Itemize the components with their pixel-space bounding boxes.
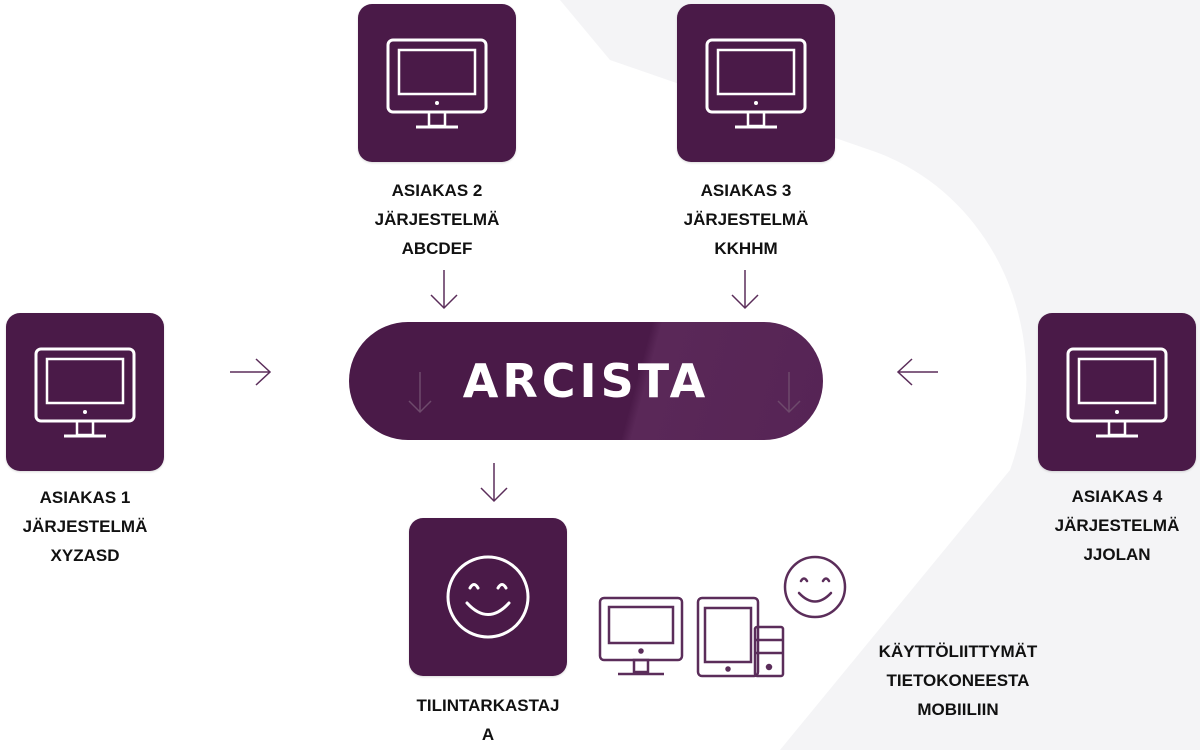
client-2-line-3: ABCDEF xyxy=(401,239,473,258)
auditor-label: TILINTARKASTAJ A xyxy=(378,691,598,749)
auditor-line-2: A xyxy=(481,725,495,744)
arcista-hub: ARCISTA xyxy=(349,322,823,440)
client-4-line-2: JÄRJESTELMÄ xyxy=(1054,516,1180,535)
client-1-line-1: ASIAKAS 1 xyxy=(39,488,131,507)
interfaces-label: KÄYTTÖLIITTYMÄT TIETOKONEESTA MOBIILIIN xyxy=(848,637,1068,724)
interfaces-line-2: TIETOKONEESTA xyxy=(886,671,1030,690)
client-3-line-2: JÄRJESTELMÄ xyxy=(683,210,809,229)
client-3-tile xyxy=(677,4,835,162)
monitor-icon xyxy=(705,38,807,129)
client-2-line-2: JÄRJESTELMÄ xyxy=(374,210,500,229)
arrow-hub-to-auditor xyxy=(480,463,508,503)
arrow-client4-to-hub xyxy=(896,358,938,386)
interfaces-line-1: KÄYTTÖLIITTYMÄT xyxy=(878,642,1038,661)
desktop-outline-icon xyxy=(598,596,684,676)
arrow-client3-to-hub xyxy=(731,270,759,310)
monitor-icon xyxy=(1066,347,1168,438)
client-4-line-3: JJOLAN xyxy=(1083,545,1151,564)
interfaces-line-3: MOBIILIIN xyxy=(917,700,999,719)
client-1-label: ASIAKAS 1 JÄRJESTELMÄ XYZASD xyxy=(0,483,195,570)
client-2-tile xyxy=(358,4,516,162)
client-1-line-3: XYZASD xyxy=(50,546,120,565)
client-3-label: ASIAKAS 3 JÄRJESTELMÄ KKHHM xyxy=(636,176,856,263)
client-2-line-1: ASIAKAS 2 xyxy=(391,181,483,200)
monitor-icon xyxy=(386,38,488,129)
smiley-icon xyxy=(446,555,530,639)
auditor-tile xyxy=(409,518,567,676)
devices-illustration xyxy=(598,555,847,678)
client-4-label: ASIAKAS 4 JÄRJESTELMÄ JJOLAN xyxy=(1007,482,1200,569)
client-1-line-2: JÄRJESTELMÄ xyxy=(22,517,148,536)
smiley-outline-icon xyxy=(783,555,847,619)
tower-outline-icon xyxy=(753,625,785,678)
hub-inner-arrows xyxy=(408,372,801,414)
arrow-client1-to-hub xyxy=(230,358,272,386)
tablet-outline-icon xyxy=(696,596,760,678)
client-4-line-1: ASIAKAS 4 xyxy=(1071,487,1163,506)
client-4-tile xyxy=(1038,313,1196,471)
arcista-logo: ARCISTA xyxy=(462,354,710,408)
monitor-icon xyxy=(34,347,136,438)
auditor-line-1: TILINTARKASTAJ xyxy=(416,696,560,715)
client-3-line-3: KKHHM xyxy=(714,239,778,258)
client-2-label: ASIAKAS 2 JÄRJESTELMÄ ABCDEF xyxy=(327,176,547,263)
client-1-tile xyxy=(6,313,164,471)
arrow-client2-to-hub xyxy=(430,270,458,310)
client-3-line-1: ASIAKAS 3 xyxy=(700,181,792,200)
